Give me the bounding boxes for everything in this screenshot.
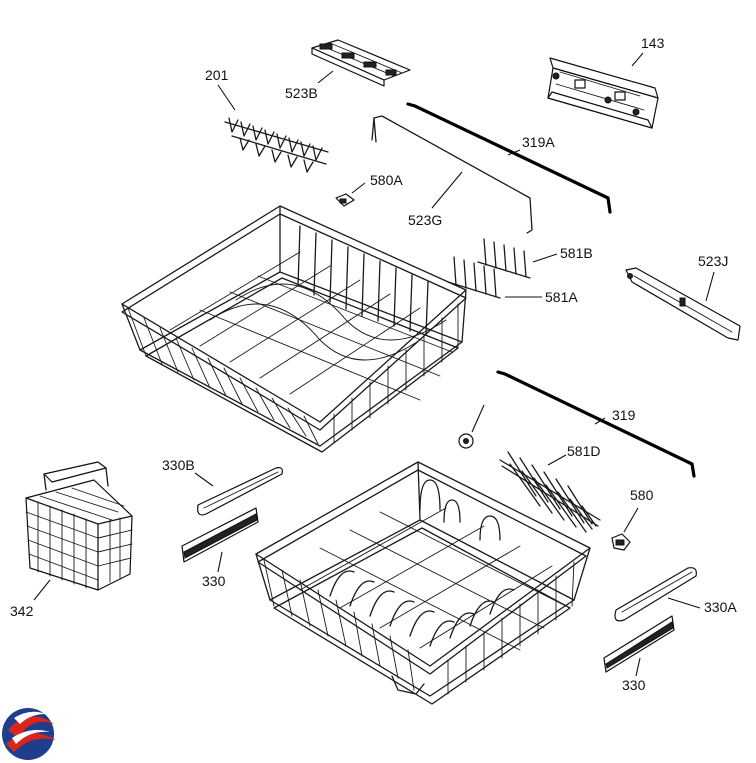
leader-201 — [217, 84, 236, 111]
part-581D-tine-set[interactable] — [499, 451, 601, 533]
label-330B: 330B — [162, 457, 195, 473]
leader-319A — [507, 149, 521, 156]
label-330-bottom: 330 — [622, 677, 646, 693]
leader-143 — [631, 52, 644, 67]
leader-581B — [532, 253, 558, 263]
leader-581D — [547, 454, 567, 466]
label-523G: 523G — [408, 212, 442, 228]
part-580A-clip[interactable] — [335, 193, 355, 207]
part-523G-wire-rod[interactable] — [371, 115, 533, 234]
leader-523B — [317, 70, 334, 84]
label-581A: 581A — [545, 289, 578, 305]
part-319A-upper-rail[interactable] — [406, 102, 612, 214]
part-330A-wheel-track[interactable] — [614, 567, 697, 622]
part-330B-wheel-track[interactable] — [197, 467, 283, 516]
part-330-track-left[interactable] — [181, 507, 259, 563]
leader-523G — [431, 171, 463, 209]
label-319A: 319A — [522, 134, 555, 150]
label-580A: 580A — [370, 172, 403, 188]
label-581D: 581D — [567, 443, 600, 459]
label-581B: 581B — [560, 245, 593, 261]
label-342: 342 — [10, 603, 34, 619]
part-319-lower-rail[interactable] — [496, 370, 696, 478]
leader-530 — [471, 404, 485, 433]
leader-580A — [351, 182, 366, 194]
leader-330-left — [217, 551, 223, 573]
leader-330B — [194, 472, 214, 487]
part-581B-tine-set[interactable] — [477, 238, 531, 279]
leader-319 — [594, 417, 606, 425]
part-580-clip[interactable] — [611, 533, 631, 551]
lower-rack[interactable] — [255, 461, 591, 705]
part-581A-tine-set[interactable] — [447, 256, 501, 299]
label-319: 319 — [612, 407, 636, 423]
label-201: 201 — [205, 67, 229, 83]
part-523B-clip-strip[interactable] — [311, 39, 411, 87]
label-143: 143 — [641, 35, 665, 51]
part-143-rack-adjuster[interactable] — [547, 57, 659, 129]
brand-logo — [2, 708, 56, 760]
part-523J-rail-bracket[interactable] — [625, 267, 741, 341]
upper-rack[interactable] — [121, 205, 467, 453]
part-342-cutlery-basket[interactable] — [25, 461, 133, 591]
label-330A: 330A — [704, 599, 737, 615]
label-523J: 523J — [698, 253, 728, 269]
part-530-roller[interactable] — [458, 433, 474, 449]
leader-523J — [705, 271, 715, 302]
label-580: 580 — [630, 487, 654, 503]
label-523B: 523B — [285, 85, 318, 101]
part-201-tine-row[interactable] — [224, 117, 329, 173]
leader-330A — [667, 597, 701, 609]
leader-580 — [623, 507, 639, 533]
part-330-track-bottom[interactable] — [603, 615, 675, 673]
label-330-left: 330 — [202, 573, 226, 589]
leader-342 — [33, 579, 51, 601]
leader-330-bottom — [635, 657, 641, 677]
